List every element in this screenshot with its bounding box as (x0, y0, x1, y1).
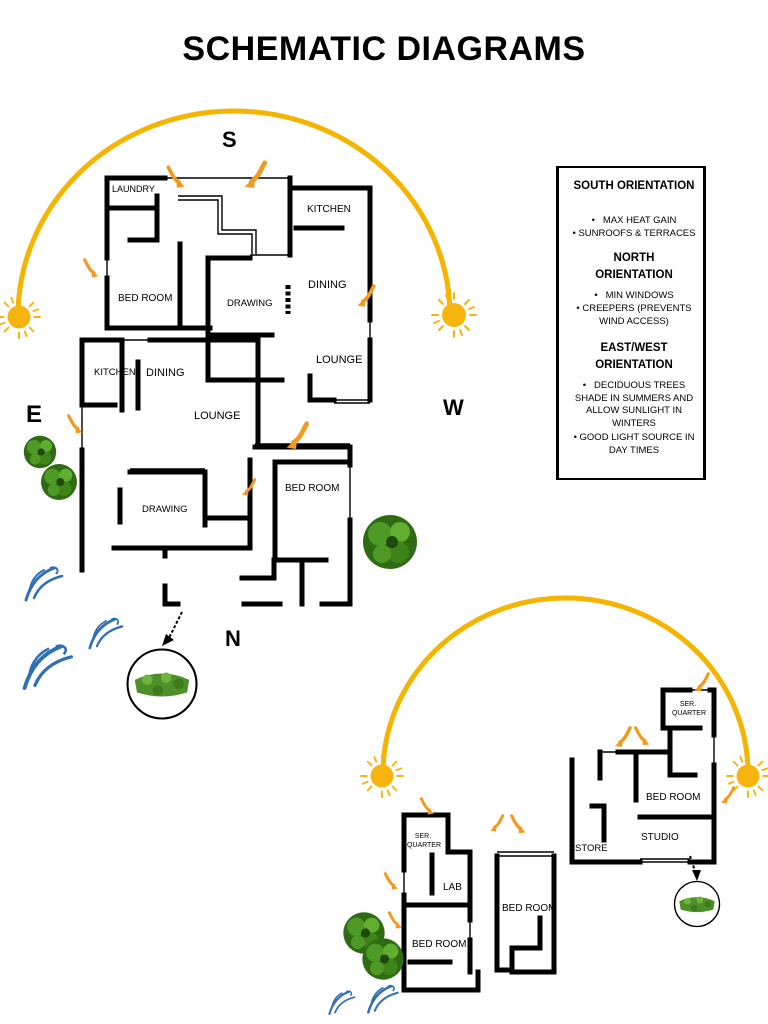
room-label-kitchen-upper: KITCHEN (307, 204, 351, 215)
legend-south-item-1: • MAX HEAT GAIN (591, 215, 677, 226)
room-label-drawing-upper: DRAWING (227, 298, 273, 309)
arrow-icon (383, 871, 400, 892)
plan-two-thin-lines (403, 689, 715, 940)
room-label-lounge-upper: LOUNGE (316, 354, 362, 366)
arrow-icon (633, 725, 652, 748)
creeper-pointer-arrow (167, 611, 183, 641)
legend-north-item-1: • MIN WINDOWS (594, 290, 674, 301)
arrow-icon (719, 786, 736, 806)
legend-north-item-2-text: CREEPERS (PREVENTS WIND ACCESS) (582, 303, 692, 327)
arrow-icon (69, 416, 83, 433)
room-label-ser-quarter-left-text-line-2: QUARTER (407, 842, 441, 849)
creeper-pointer-head (692, 870, 701, 881)
legend-eastwest-item-2: • GOOD LIGHT SOURCE IN DAY TIMES (573, 432, 695, 456)
sun-icon-west (431, 292, 477, 338)
room-label-lounge-lower: LOUNGE (194, 410, 240, 422)
arrow-icon (695, 674, 709, 691)
legend-eastwest-item-1-text: DECIDUOUS TREES SHADE IN SUMMERS AND ALL… (574, 380, 694, 429)
creeper-pointer-head (162, 634, 174, 646)
room-label-lab: LAB (443, 882, 462, 893)
arrow-icon (389, 913, 402, 929)
arrow-icon (490, 816, 503, 832)
legend-south-item-1-text: MAX HEAT GAIN (602, 215, 677, 226)
room-label-bed-room-right: BED ROOM (646, 792, 700, 803)
room-label-dining-lower: DINING (146, 367, 185, 379)
compass-south: S (222, 127, 237, 152)
sun-icon-secondary-left (359, 753, 405, 799)
compass-east: E (26, 401, 42, 428)
room-label-ser-quarter-right: SER. QUARTER (672, 701, 706, 717)
room-label-bed-room-middle: BED ROOM (502, 903, 556, 914)
wind-icon (328, 990, 356, 1016)
legend-south-item-2: • SUNROOFS & TERRACES (572, 228, 696, 239)
room-label-dining-upper: DINING (308, 279, 347, 291)
room-label-bed-room-left: BED ROOM (412, 939, 466, 950)
wind-icon (88, 617, 124, 650)
room-label-studio: STUDIO (641, 832, 679, 843)
tree-icon (363, 515, 417, 569)
legend-eastwest-item-1: • DECIDUOUS TREES SHADE IN SUMMERS AND A… (574, 380, 694, 429)
arrow-icon (512, 816, 526, 833)
room-label-drawing-lower: DRAWING (142, 504, 188, 515)
plan-one-walls (79, 175, 373, 607)
creeper-icon (126, 648, 198, 720)
room-label-bed-room-upper: BED ROOM (118, 293, 172, 304)
room-label-ser-quarter-right-text: SER. (680, 701, 696, 708)
arrow-icon (613, 726, 632, 749)
room-label-laundry: LAUNDRY (112, 184, 155, 194)
wind-icon (24, 565, 64, 602)
legend-north-item-2: • CREEPERS (PREVENTS WIND ACCESS) (576, 303, 692, 327)
compass-west: W (443, 395, 464, 420)
tree-icon (23, 435, 57, 469)
arrow-icon (85, 260, 99, 277)
creeper-icon (673, 880, 721, 928)
plan-one-thin-lines (81, 177, 371, 520)
plan-two-walls (401, 687, 717, 993)
room-label-ser-quarter-left: SER. QUARTER (407, 833, 441, 849)
compass-north: N (225, 626, 241, 651)
room-label-ser-quarter-left-text: SER. (415, 833, 431, 840)
tree-icon (41, 464, 77, 500)
legend-north-item-1-text: MIN WINDOWS (605, 290, 674, 301)
arrow-icon (245, 163, 265, 188)
room-label-bed-room-lower: BED ROOM (285, 483, 339, 494)
sun-path-arc-main (15, 108, 453, 319)
legend-south-heading: SOUTH ORIENTATION (573, 180, 695, 192)
legend-eastwest-item-2-text: GOOD LIGHT SOURCE IN DAY TIMES (579, 432, 695, 456)
room-label-store: STORE (575, 843, 608, 854)
arrow-icon (419, 797, 436, 817)
page-title: SCHEMATIC DIAGRAMS (182, 30, 586, 68)
room-label-ser-quarter-right-text-line-2: QUARTER (672, 710, 706, 717)
tree-icon (362, 938, 404, 980)
room-label-kitchen-lower: KITCHEN (94, 367, 136, 378)
orientation-legend: SOUTH ORIENTATION • MAX HEAT GAIN • SUNR… (556, 166, 706, 480)
legend-south-item-2-text: SUNROOFS & TERRACES (578, 228, 696, 239)
wind-icon (25, 646, 72, 688)
wind-icon (366, 984, 400, 1014)
sun-path-arc-secondary (380, 595, 751, 776)
legend-eastwest-heading: EAST/WEST ORIENTATION (595, 342, 673, 371)
legend-north-heading: NORTH ORIENTATION (595, 252, 673, 281)
